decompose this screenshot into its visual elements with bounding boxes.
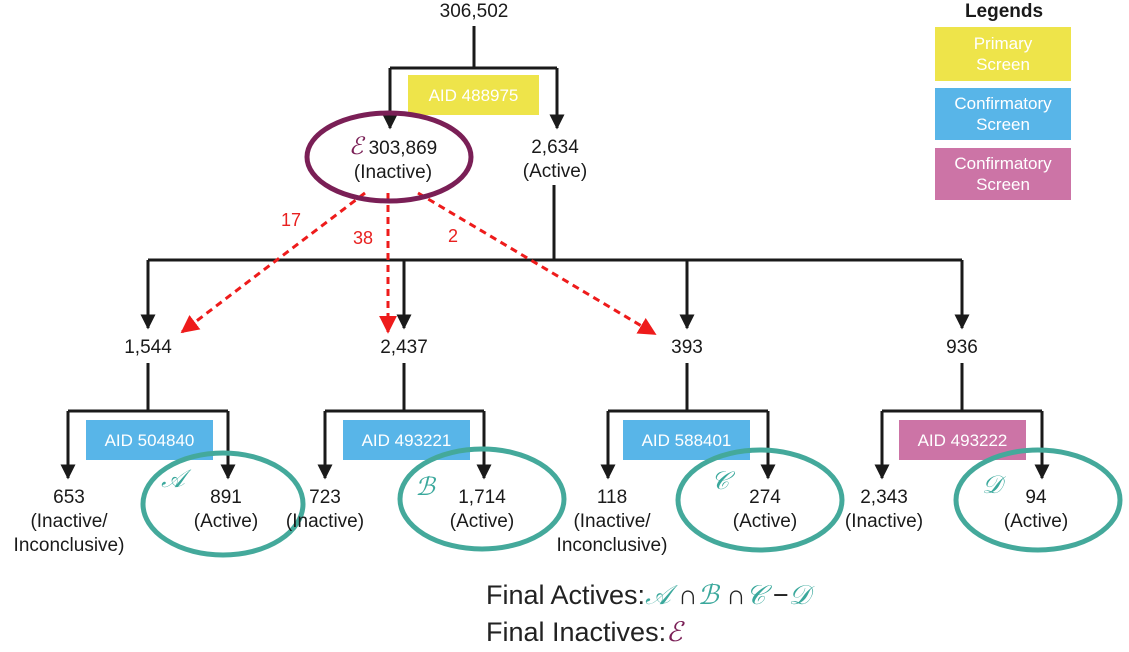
active-branch-connector xyxy=(140,185,970,330)
legend-item-confirmatory-blue: Confirmatory Screen xyxy=(954,94,1052,134)
group-4-left-leaf: 2,343 (Inactive) xyxy=(844,487,924,532)
group-1-count: 1,544 xyxy=(124,337,172,358)
set-e-letter: ℰ xyxy=(348,132,364,160)
set-c-ellipse xyxy=(675,447,845,553)
group-3-left-leaf: 118 (Inactive/ Inconclusive) xyxy=(556,487,668,556)
inactive-count: 303,869 xyxy=(368,138,438,159)
group-2-left-leaf: 723 (Inactive) xyxy=(285,487,365,532)
legend-confirm-blue-swatch xyxy=(935,88,1071,140)
legend-primary-swatch xyxy=(935,27,1071,81)
legend-confirm-pink-swatch xyxy=(935,148,1071,200)
red-edge-to-group-3 xyxy=(417,191,657,336)
set-a-letter: 𝒜 xyxy=(161,464,185,493)
set-d-letter: 𝒟 xyxy=(982,470,1002,499)
group-1-left-leaf: 653 (Inactive/ Inconclusive) xyxy=(13,487,125,556)
group-3-count: 393 xyxy=(671,337,703,358)
final-actives-label: Final Actives: xyxy=(486,580,646,610)
aid-504840-box xyxy=(86,420,213,460)
red-edge-to-group-1 xyxy=(180,191,366,334)
primary-aid-label: AID 488975 xyxy=(428,85,519,105)
group-1-aid: AID 504840 xyxy=(104,430,195,450)
set-a-ellipse xyxy=(140,450,306,558)
set-c-letter: 𝒞 xyxy=(710,466,730,495)
set-e-ellipse xyxy=(304,110,474,204)
group-3-aid: AID 588401 xyxy=(641,430,732,450)
set-d-ellipse xyxy=(953,447,1123,553)
final-actives-formula: Final Actives:𝒜 ∩ℬ ∩𝒞 −𝒟 xyxy=(486,580,811,611)
final-inactives-label: Final Inactives: xyxy=(486,617,667,647)
group-split-connectors xyxy=(60,363,1050,480)
active-count: 2,634 xyxy=(531,137,579,158)
red-edge-label-38: 38 xyxy=(352,228,374,248)
group-4-aid: AID 493222 xyxy=(917,430,1008,450)
group-4-right-leaf: 94 (Active) xyxy=(1003,487,1069,532)
red-edge-label-2: 2 xyxy=(447,226,458,246)
group-1-right-leaf: 891 (Active) xyxy=(193,487,259,532)
inactive-redirect-edges xyxy=(180,191,657,336)
set-e-node: ℰ 303,869 (Inactive) xyxy=(318,134,468,185)
active-node: 2,634 (Active) xyxy=(505,136,605,184)
red-edge-label-17: 17 xyxy=(280,210,302,230)
group-2-aid: AID 493221 xyxy=(361,430,452,450)
group-2-right-leaf: 1,714 (Active) xyxy=(449,487,515,532)
group-4-count: 936 xyxy=(946,337,978,358)
legend-item-primary: Primary Screen xyxy=(973,34,1033,74)
final-inactives-formula: Final Inactives:ℰ xyxy=(486,617,683,648)
group-2-count: 2,437 xyxy=(380,337,428,358)
legend-title: Legends xyxy=(964,1,1044,22)
aid-488975-box xyxy=(408,75,539,115)
inactive-status: (Inactive) xyxy=(353,162,433,183)
group-3-right-leaf: 274 (Active) xyxy=(732,487,798,532)
set-b-ellipse xyxy=(397,446,567,552)
set-b-letter: ℬ xyxy=(415,472,435,501)
root-split-connector xyxy=(382,26,565,130)
root-count: 306,502 xyxy=(439,1,509,22)
legend-item-confirmatory-pink: Confirmatory Screen xyxy=(954,154,1052,194)
active-status: (Active) xyxy=(522,161,588,182)
